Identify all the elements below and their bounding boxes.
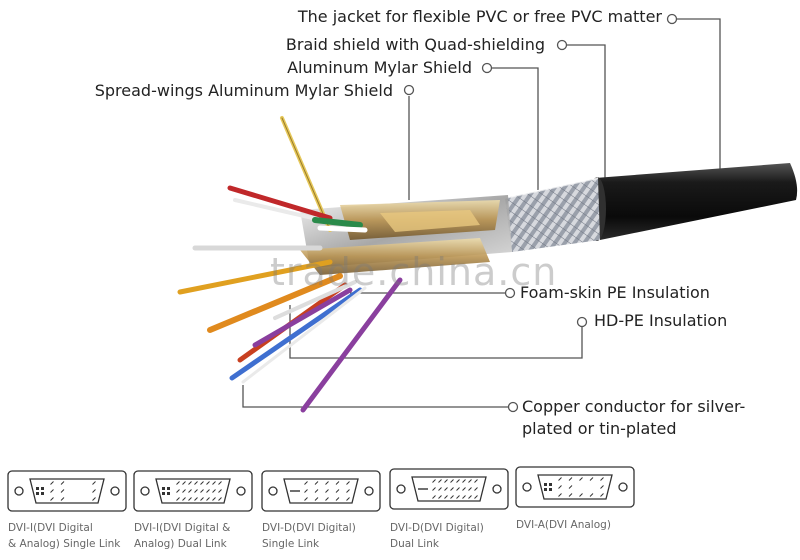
hdpe-leader: [289, 305, 583, 359]
connector-icon-single: [7, 470, 127, 512]
callout-hdpe: HD-PE Insulation: [594, 311, 728, 330]
hdpe-marker: [576, 316, 588, 328]
mylar-leader: [492, 67, 539, 190]
mylar-shield: [300, 195, 512, 275]
wire-pairs: [177, 116, 403, 413]
connector-icon-d-single: [261, 470, 381, 512]
leader-lines: [242, 18, 721, 408]
callout-copper-line1: Copper conductor for silver-: [522, 397, 746, 416]
foam-skin-marker: [504, 287, 516, 299]
connector-caption-4: DVI-D(DVI Digital) Dual Link: [390, 522, 484, 550]
connector-icon-analog: [515, 466, 635, 508]
callout-spread-wings: Spread-wings Aluminum Mylar Shield: [94, 81, 393, 100]
connector-caption-2: DVI-I(DVI Digital & Analog) Dual Link: [134, 522, 231, 550]
connector-caption-3: DVI-D(DVI Digital) Single Link: [262, 522, 356, 550]
connector-icon-d-dual: [389, 468, 509, 510]
jacket-marker: [666, 13, 678, 25]
braid-marker: [556, 39, 568, 51]
watermark: trade.china.cn: [270, 250, 558, 294]
copper-leader: [242, 385, 509, 408]
braid-leader: [567, 44, 606, 180]
copper-marker: [507, 401, 519, 413]
callout-jacket: The jacket for flexible PVC or free PVC …: [297, 7, 662, 26]
callout-mylar: Aluminum Mylar Shield: [287, 58, 472, 77]
callout-braid: Braid shield with Quad-shielding: [285, 35, 545, 54]
braid-shield: [504, 177, 600, 252]
connector-icons: [7, 466, 635, 512]
cable-jacket: [588, 163, 798, 241]
connector-icon-dual: [133, 470, 253, 512]
callout-markers: [403, 13, 678, 413]
jacket-leader: [677, 18, 721, 175]
mylar-marker: [481, 62, 493, 74]
spread-wings-marker: [403, 84, 415, 96]
connector-caption-1: DVI-I(DVI Digital & Analog) Single Link: [8, 522, 121, 550]
callout-foam-skin: Foam-skin PE Insulation: [520, 283, 710, 302]
callout-copper-line2: plated or tin-plated: [522, 419, 677, 438]
connector-caption-5: DVI-A(DVI Analog): [516, 519, 611, 531]
